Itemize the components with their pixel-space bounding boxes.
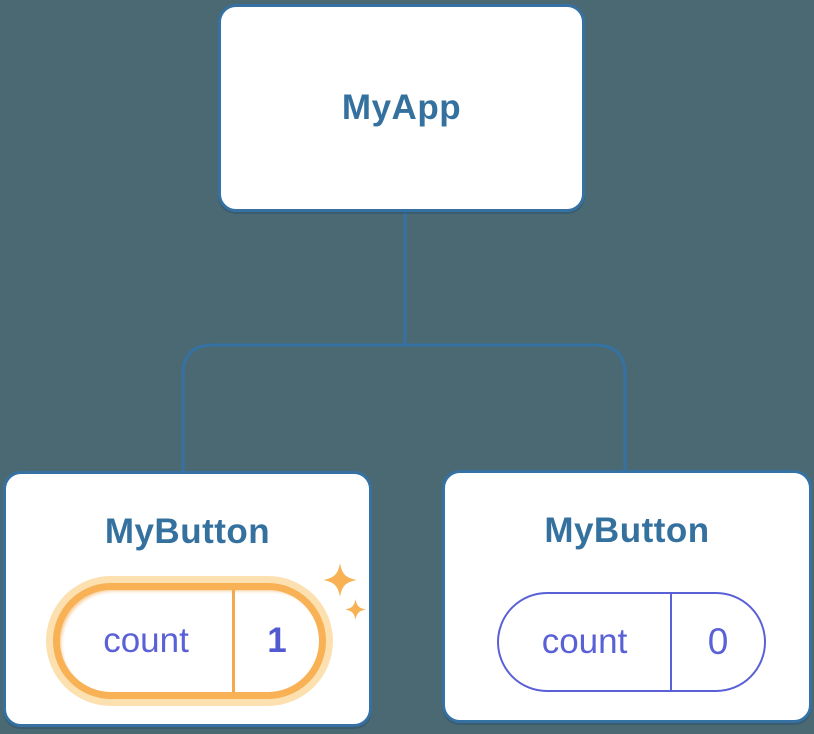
sparkles-icon bbox=[323, 563, 357, 597]
sparkles-icon bbox=[345, 599, 366, 620]
state-value: 1 bbox=[232, 590, 319, 692]
node-title: MyButton bbox=[544, 511, 710, 550]
node-title: MyButton bbox=[104, 512, 271, 551]
state-name: count bbox=[103, 621, 189, 660]
node-title: MyApp bbox=[341, 88, 462, 127]
node-mybutton-active: MyButton count 1 bbox=[3, 471, 372, 727]
node-myapp: MyApp bbox=[218, 4, 585, 212]
state-badge-count-active: count 1 bbox=[53, 583, 326, 699]
node-mybutton-idle: MyButton count 0 bbox=[442, 470, 812, 723]
state-name: count bbox=[541, 622, 628, 661]
state-value: 0 bbox=[670, 594, 764, 690]
state-badge-count-idle: count 0 bbox=[497, 592, 766, 692]
